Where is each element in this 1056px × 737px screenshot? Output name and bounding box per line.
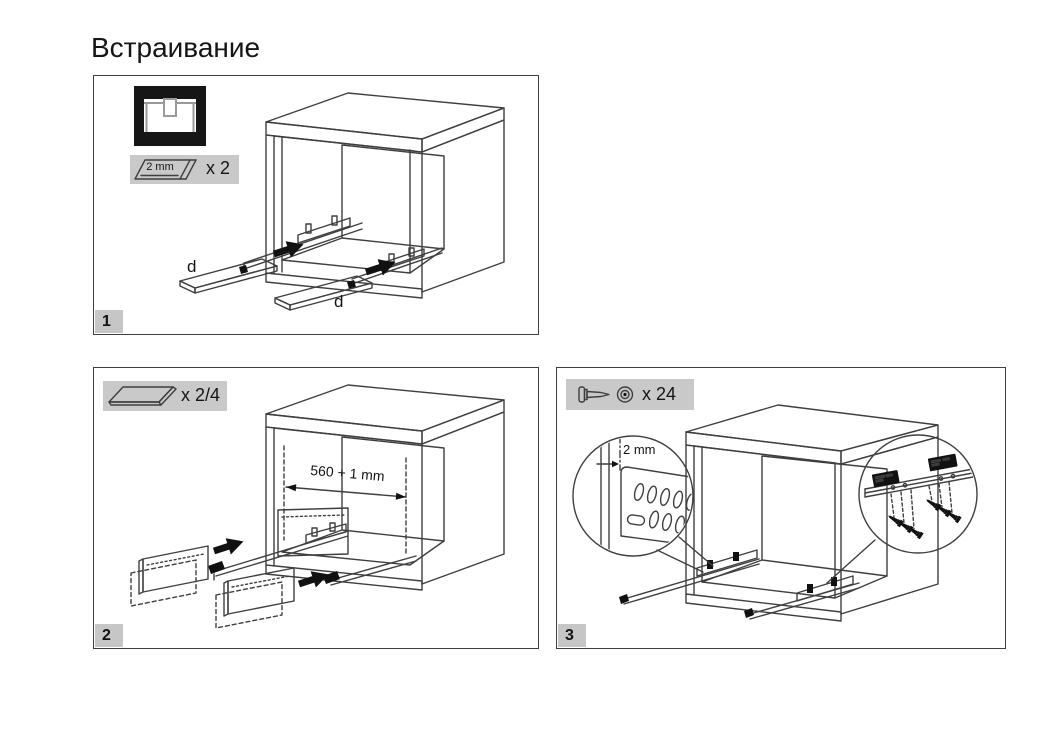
screw-head-icon bbox=[616, 386, 634, 403]
step-number-badge: 2 bbox=[95, 624, 123, 647]
screw-side-icon bbox=[578, 386, 610, 403]
cabinet-drawing bbox=[685, 404, 939, 622]
step-1-illustration bbox=[179, 92, 505, 311]
step-3-panel: x 24 2 mm 3 bbox=[556, 367, 1006, 649]
screw-detail-circle bbox=[826, 434, 978, 584]
screw-qty-box: x 24 bbox=[566, 379, 694, 410]
cabinet-drawing bbox=[265, 384, 505, 591]
panel-icon bbox=[108, 386, 177, 406]
step-number-badge: 3 bbox=[558, 624, 586, 647]
insert-arrows bbox=[271, 236, 399, 281]
step-2-panel: x 2/4 560 + 1 mm 2 bbox=[93, 367, 539, 649]
spacer-boards bbox=[179, 258, 373, 311]
inner-width-dimension bbox=[285, 484, 407, 500]
board-label-d-right: d bbox=[334, 292, 344, 311]
step-2-illustration bbox=[130, 384, 505, 629]
page-title: Встраивание bbox=[91, 32, 261, 63]
side-panels bbox=[130, 545, 295, 629]
step-3-illustration bbox=[572, 404, 978, 622]
drawer-slides bbox=[239, 215, 443, 289]
drawer-slides bbox=[619, 549, 860, 620]
spacer-icon bbox=[134, 159, 197, 180]
panel-qty-box: x 2/4 bbox=[103, 381, 227, 411]
gap-dim-label: 2 mm bbox=[623, 442, 656, 457]
drawer-slides bbox=[208, 530, 417, 586]
board-label-d-left: d bbox=[187, 257, 197, 276]
gap-detail-circle bbox=[572, 435, 714, 573]
panel-qty-label: x 2/4 bbox=[181, 385, 221, 405]
cabinet-front-icon bbox=[134, 86, 206, 146]
spacer-qty-box: 2 mm x 2 bbox=[130, 155, 239, 184]
spacer-size-label: 2 mm bbox=[146, 161, 174, 173]
spacer-qty-label: x 2 bbox=[206, 158, 231, 178]
step-number-badge: 1 bbox=[95, 310, 123, 333]
screw-qty-label: x 24 bbox=[642, 384, 677, 404]
step-1-panel: 2 mm x 2 d d 1 bbox=[93, 75, 539, 335]
